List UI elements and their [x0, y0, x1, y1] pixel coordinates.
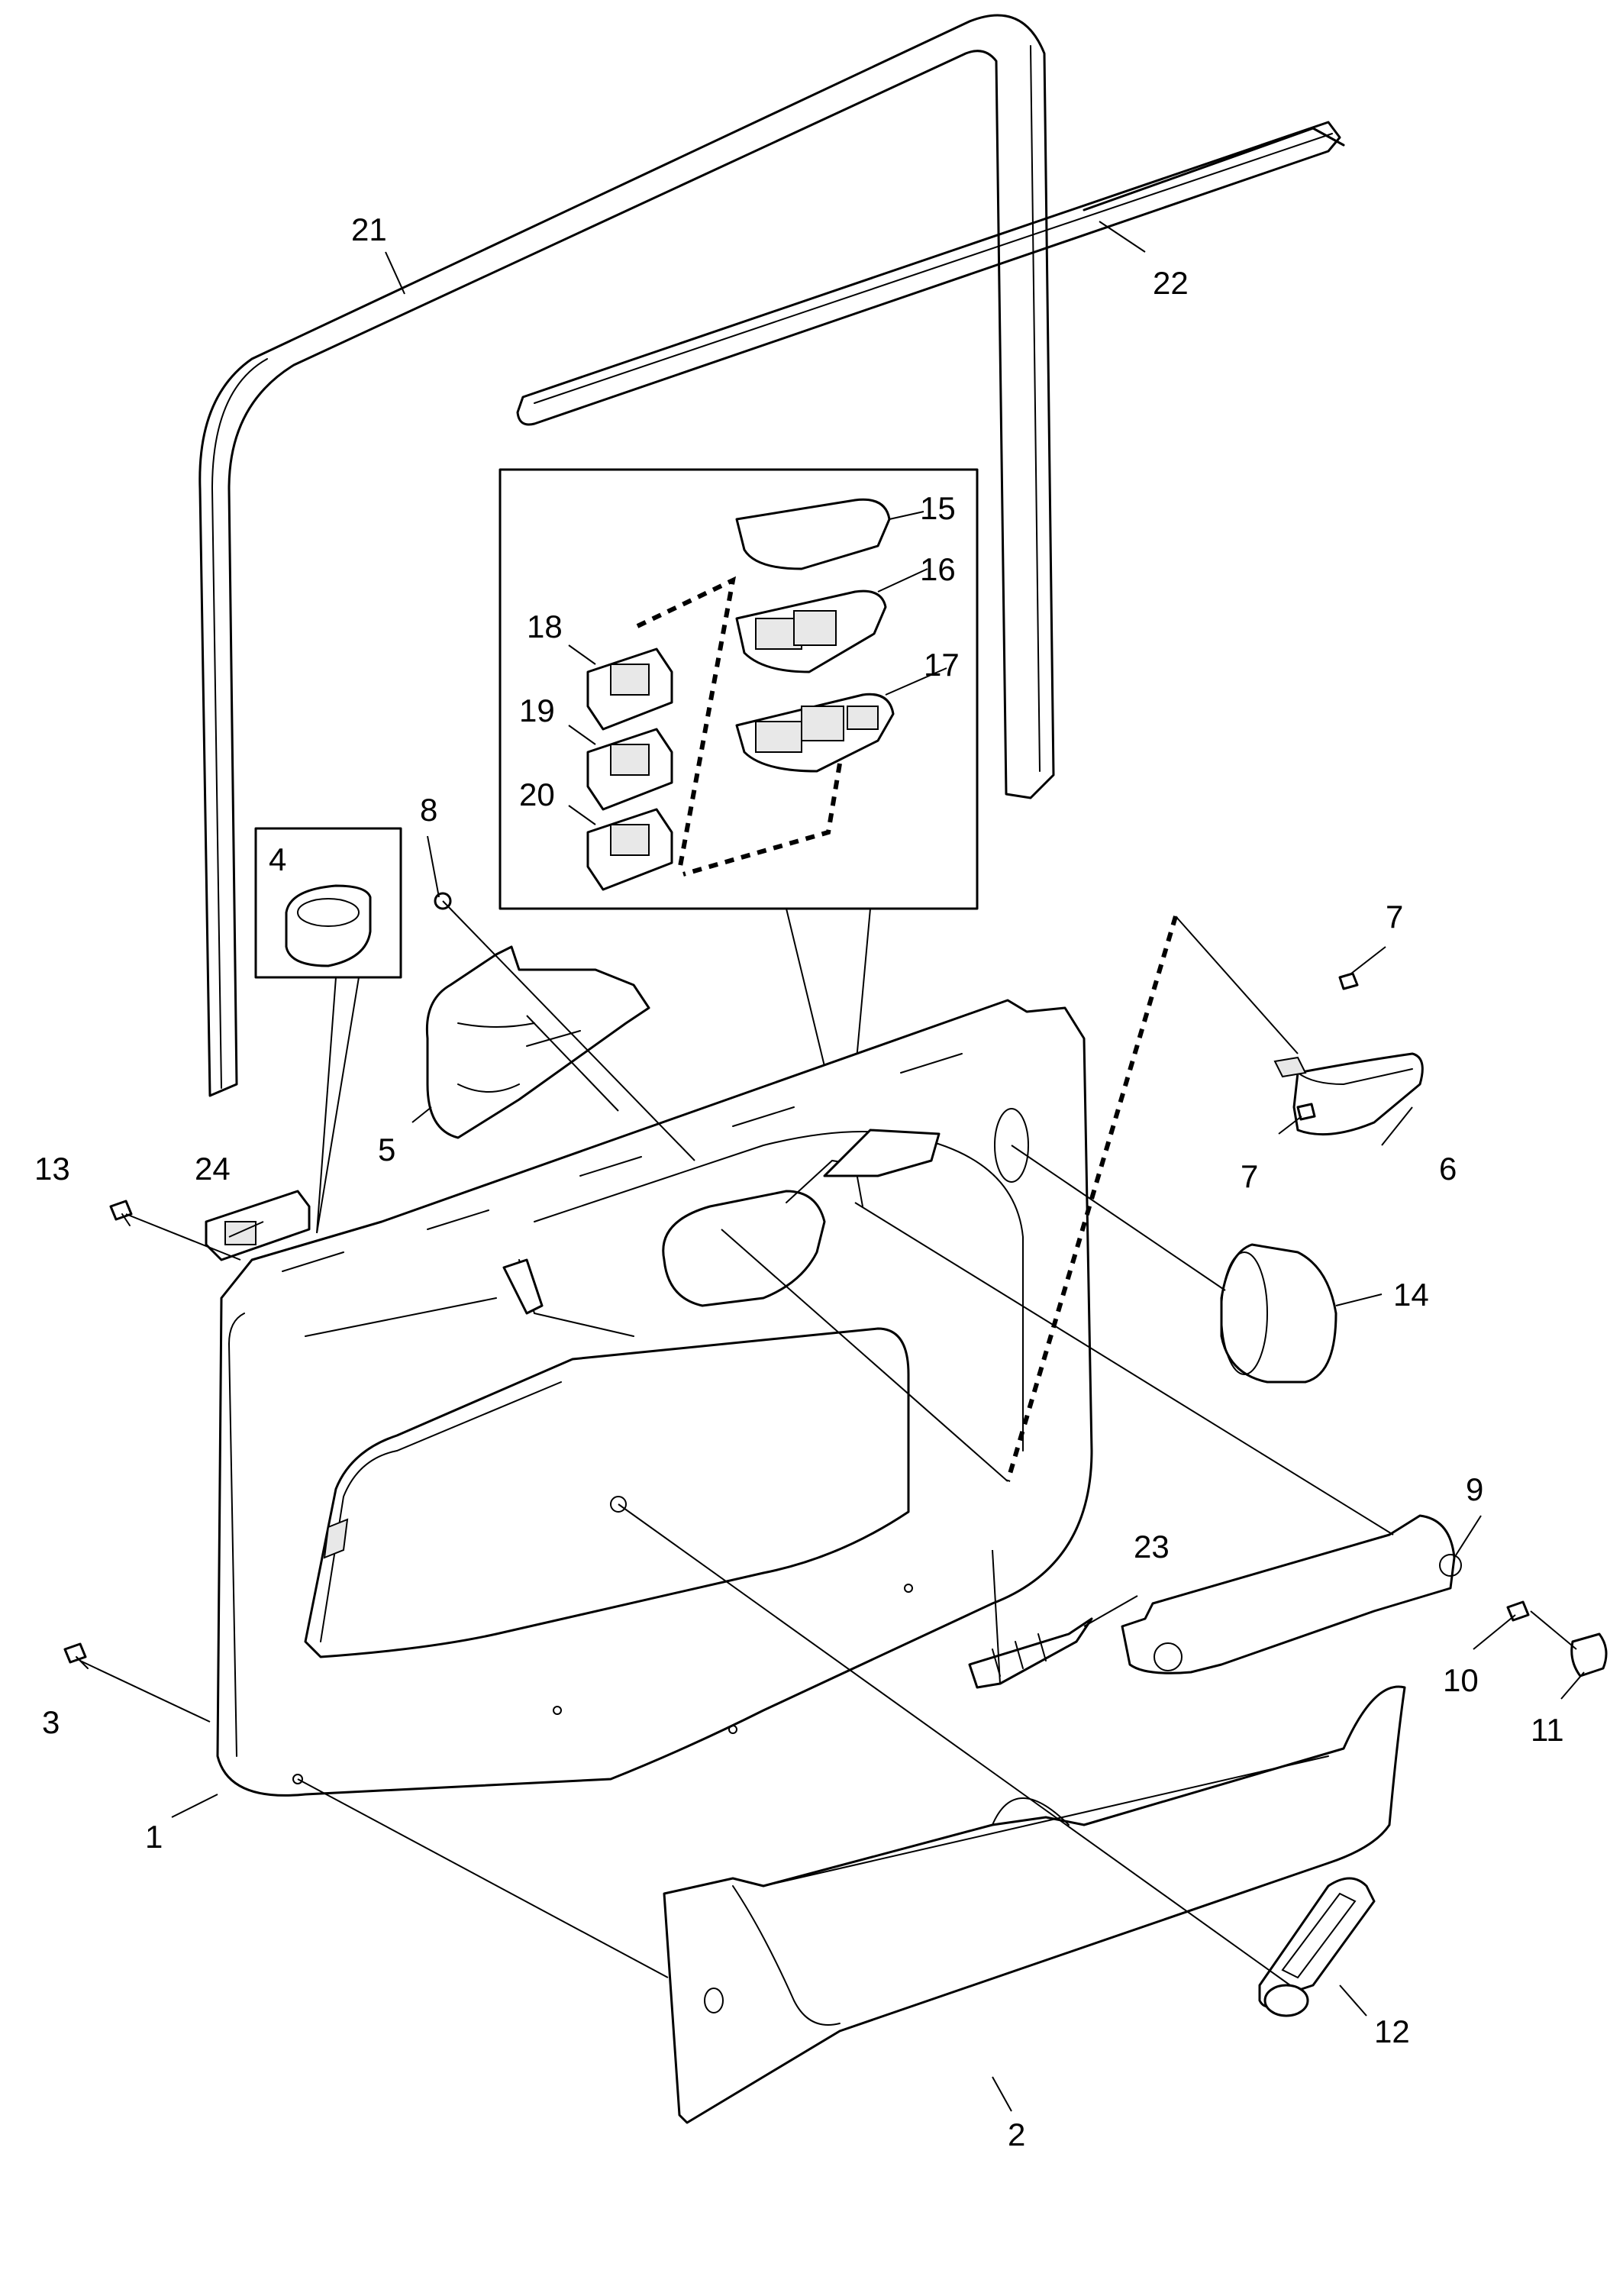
leader-lines — [79, 221, 1585, 2112]
callout-17: 17 — [924, 647, 960, 683]
callout-6: 6 — [1439, 1151, 1457, 1187]
part-map-pocket — [663, 1685, 1406, 2124]
callout-12: 12 — [1374, 2013, 1410, 2049]
handle-alignment-line — [1005, 915, 1178, 1482]
callout-24: 24 — [195, 1151, 231, 1187]
part-clip-7-upper — [1338, 972, 1359, 990]
switch-grouping-line-right — [682, 763, 842, 877]
part-switch-bezel-assembly — [735, 693, 895, 773]
callout-3: 3 — [42, 1704, 60, 1740]
callout-13: 13 — [34, 1151, 70, 1187]
part-armrest-bracket — [1121, 1514, 1462, 1674]
callout-15: 15 — [920, 490, 956, 526]
part-switch-18 — [586, 647, 673, 731]
inset-clip-box — [254, 827, 402, 1234]
part-switch-bezel-cover — [735, 498, 891, 570]
callout-20: 20 — [519, 777, 555, 812]
part-lower-bracket-23 — [968, 1617, 1093, 1689]
part-speaker-grille — [1220, 1243, 1337, 1384]
callout-9: 9 — [1466, 1471, 1483, 1507]
part-switch-19 — [586, 728, 673, 811]
callout-10: 10 — [1443, 1662, 1479, 1698]
callout-23: 23 — [1134, 1529, 1170, 1565]
part-belt-moulding — [516, 121, 1345, 426]
part-window-frame-seal — [198, 14, 1055, 1097]
part-switch-20 — [586, 808, 673, 891]
switch-grouping-line-left — [636, 576, 737, 871]
callout-5: 5 — [378, 1132, 395, 1167]
part-window-crank — [1258, 1877, 1376, 2017]
callout-7-upper: 7 — [1386, 899, 1403, 935]
callout-14: 14 — [1393, 1277, 1429, 1313]
part-cap-11 — [1570, 1632, 1608, 1678]
callout-18: 18 — [527, 609, 563, 644]
callout-4: 4 — [269, 841, 286, 877]
callout-7-lower: 7 — [1241, 1158, 1258, 1194]
callout-19: 19 — [519, 693, 555, 728]
callout-22: 22 — [1153, 265, 1189, 301]
callout-8: 8 — [420, 792, 437, 828]
callout-16: 16 — [920, 551, 956, 587]
callout-2: 2 — [1008, 2117, 1025, 2152]
callout-1: 1 — [145, 1819, 163, 1855]
part-switch-mount-24 — [205, 1190, 311, 1261]
callout-11: 11 — [1531, 1712, 1564, 1748]
callout-21: 21 — [351, 212, 387, 247]
part-screw-3 — [63, 1642, 89, 1669]
part-door-trim-panel — [216, 999, 1093, 1797]
part-screw-10 — [1506, 1600, 1530, 1622]
part-inner-handle-housing — [425, 945, 650, 1139]
part-clip-7-lower — [1296, 1103, 1316, 1121]
part-door-handle — [1273, 1052, 1424, 1136]
part-screw-13 — [109, 1200, 133, 1226]
part-switch-bezel — [735, 589, 887, 673]
